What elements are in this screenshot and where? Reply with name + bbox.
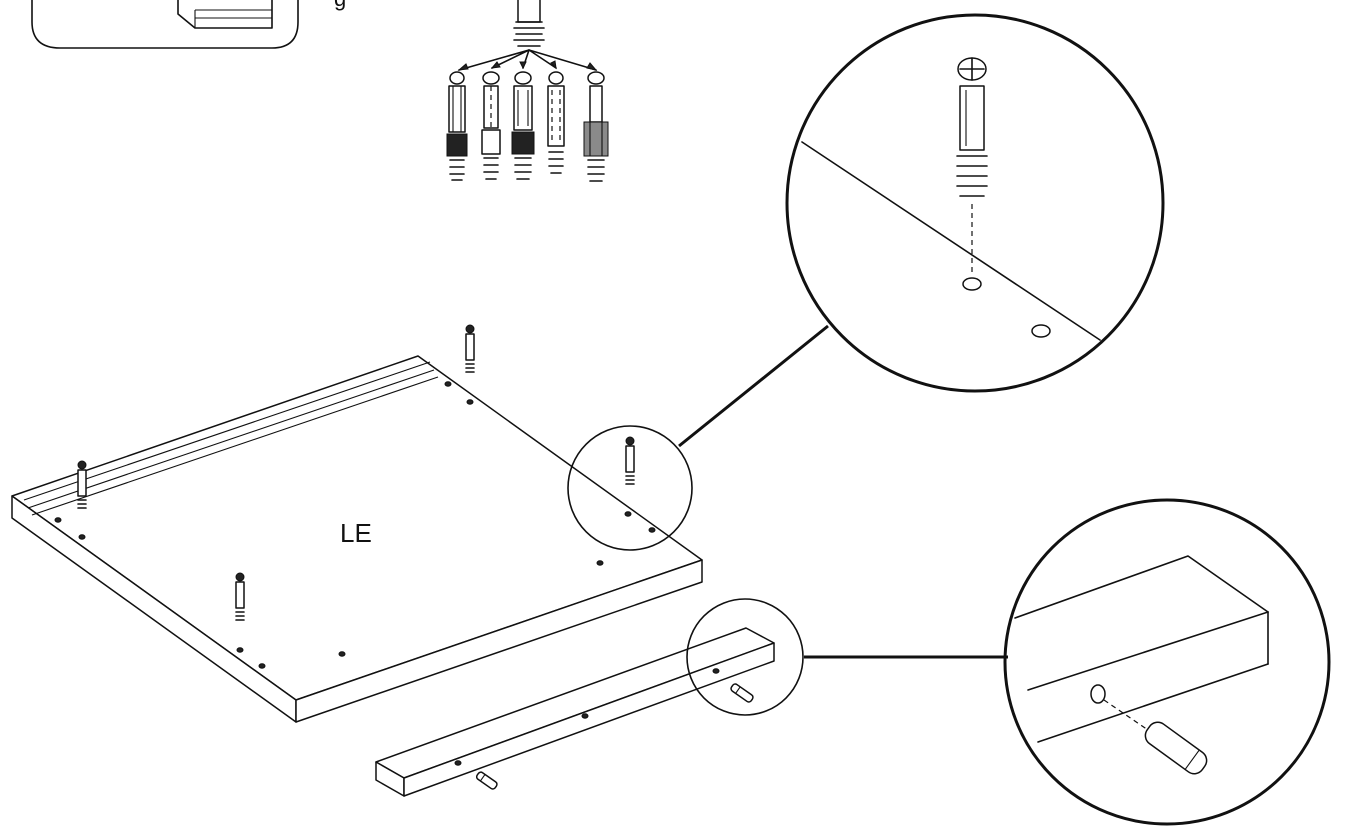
cam-bolt-detail: [785, 13, 1165, 393]
leader-line-1: [678, 324, 829, 448]
corner-text: g: [334, 0, 346, 11]
stretcher-rail: [375, 627, 775, 797]
variant-bolt-1: [446, 71, 468, 181]
callout-circle-rail: [686, 598, 804, 716]
inset-frame-top-left: [31, 0, 299, 49]
board-cam-bolts: [77, 324, 635, 621]
dowel-detail: [1003, 498, 1331, 826]
variant-bolt-4: [547, 71, 565, 174]
variant-bolt-3: [511, 71, 535, 180]
panel-label: LE: [340, 518, 372, 548]
cam-bolt-variants: [446, 0, 609, 182]
variant-bolt-2: [481, 71, 501, 180]
callout-circle-board: [567, 425, 693, 551]
variant-bolt-5: [583, 71, 609, 182]
board-holes: [54, 381, 656, 669]
board-le: [11, 324, 703, 723]
